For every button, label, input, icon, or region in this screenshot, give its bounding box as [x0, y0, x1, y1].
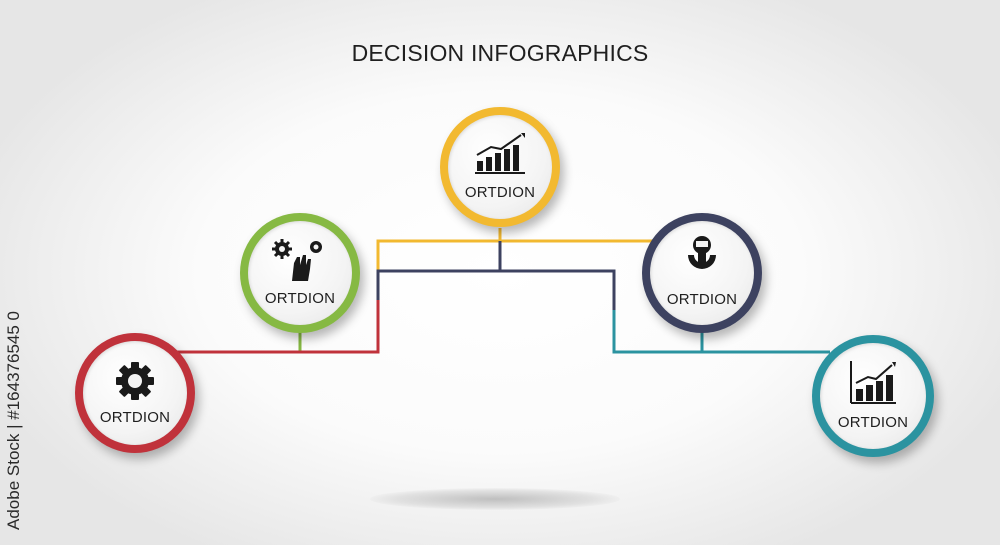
gear-icon — [116, 362, 154, 400]
person-in-gear-icon — [688, 236, 716, 269]
red-connector — [175, 300, 380, 354]
yellow-node-label: ORTDION — [464, 184, 536, 201]
navy-connector — [376, 269, 616, 310]
growth-chart-icon — [475, 133, 525, 174]
teal-node-label: ORTDION — [837, 414, 909, 431]
stock-id-text: Adobe Stock | #164376545 0 — [4, 311, 23, 530]
navy-node: ORTDION — [642, 213, 762, 333]
teal-node: ORTDION — [812, 335, 934, 457]
infographic-title: DECISION INFOGRAPHICS — [351, 40, 649, 66]
teal-connector — [612, 310, 830, 354]
red-node-label: ORTDION — [99, 409, 171, 426]
navy-node-label: ORTDION — [666, 291, 738, 308]
green-node-label: ORTDION — [264, 290, 336, 307]
hand-gears-icon — [272, 239, 322, 281]
floor-shadow — [370, 488, 620, 510]
bar-chart-icon — [850, 361, 896, 404]
green-node: ORTDION — [240, 213, 360, 333]
yellow-connector — [376, 228, 502, 270]
yellow-node: ORTDION — [440, 107, 560, 227]
red-node: ORTDION — [75, 333, 195, 453]
